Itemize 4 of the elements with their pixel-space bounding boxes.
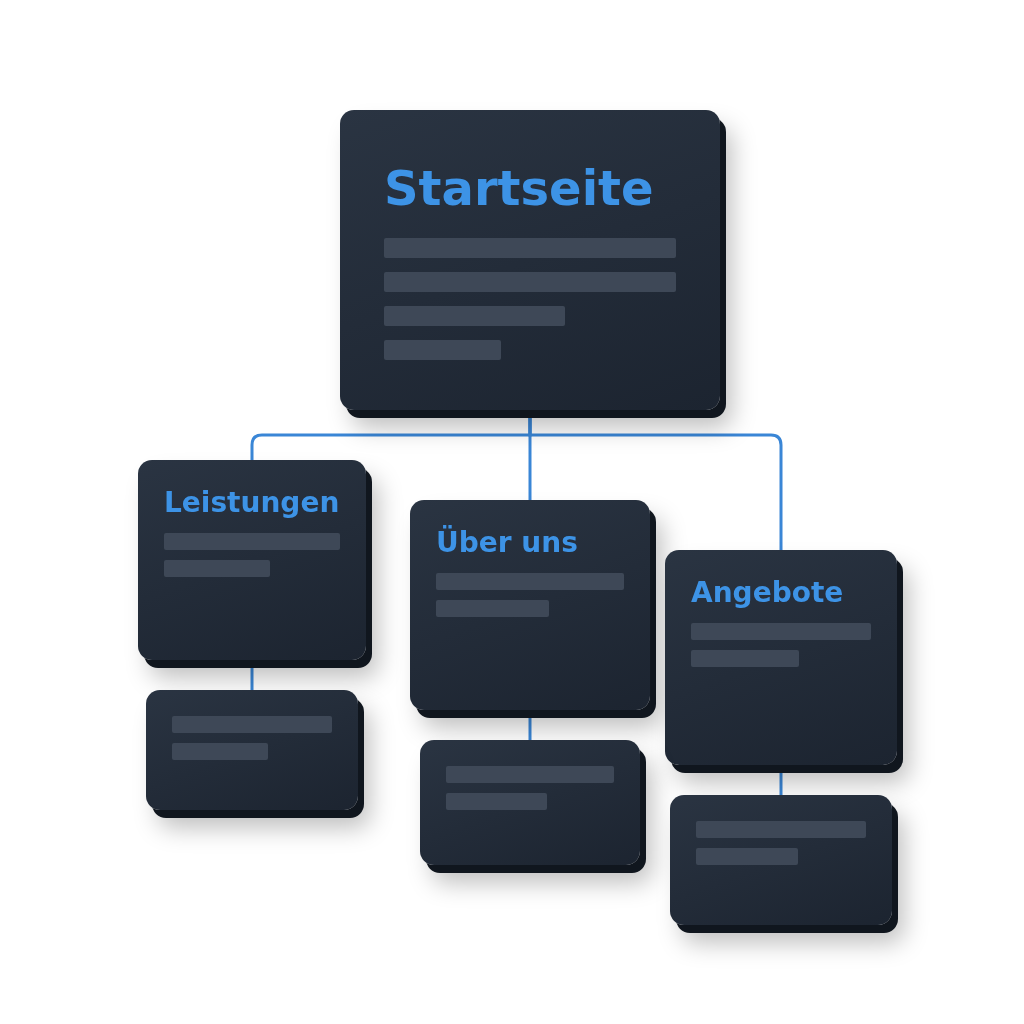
card-title: Über uns [436,526,579,559]
card-title: Angebote [691,576,845,609]
card-title: Startseite [384,160,655,216]
card-title: Leistungen [164,486,340,519]
